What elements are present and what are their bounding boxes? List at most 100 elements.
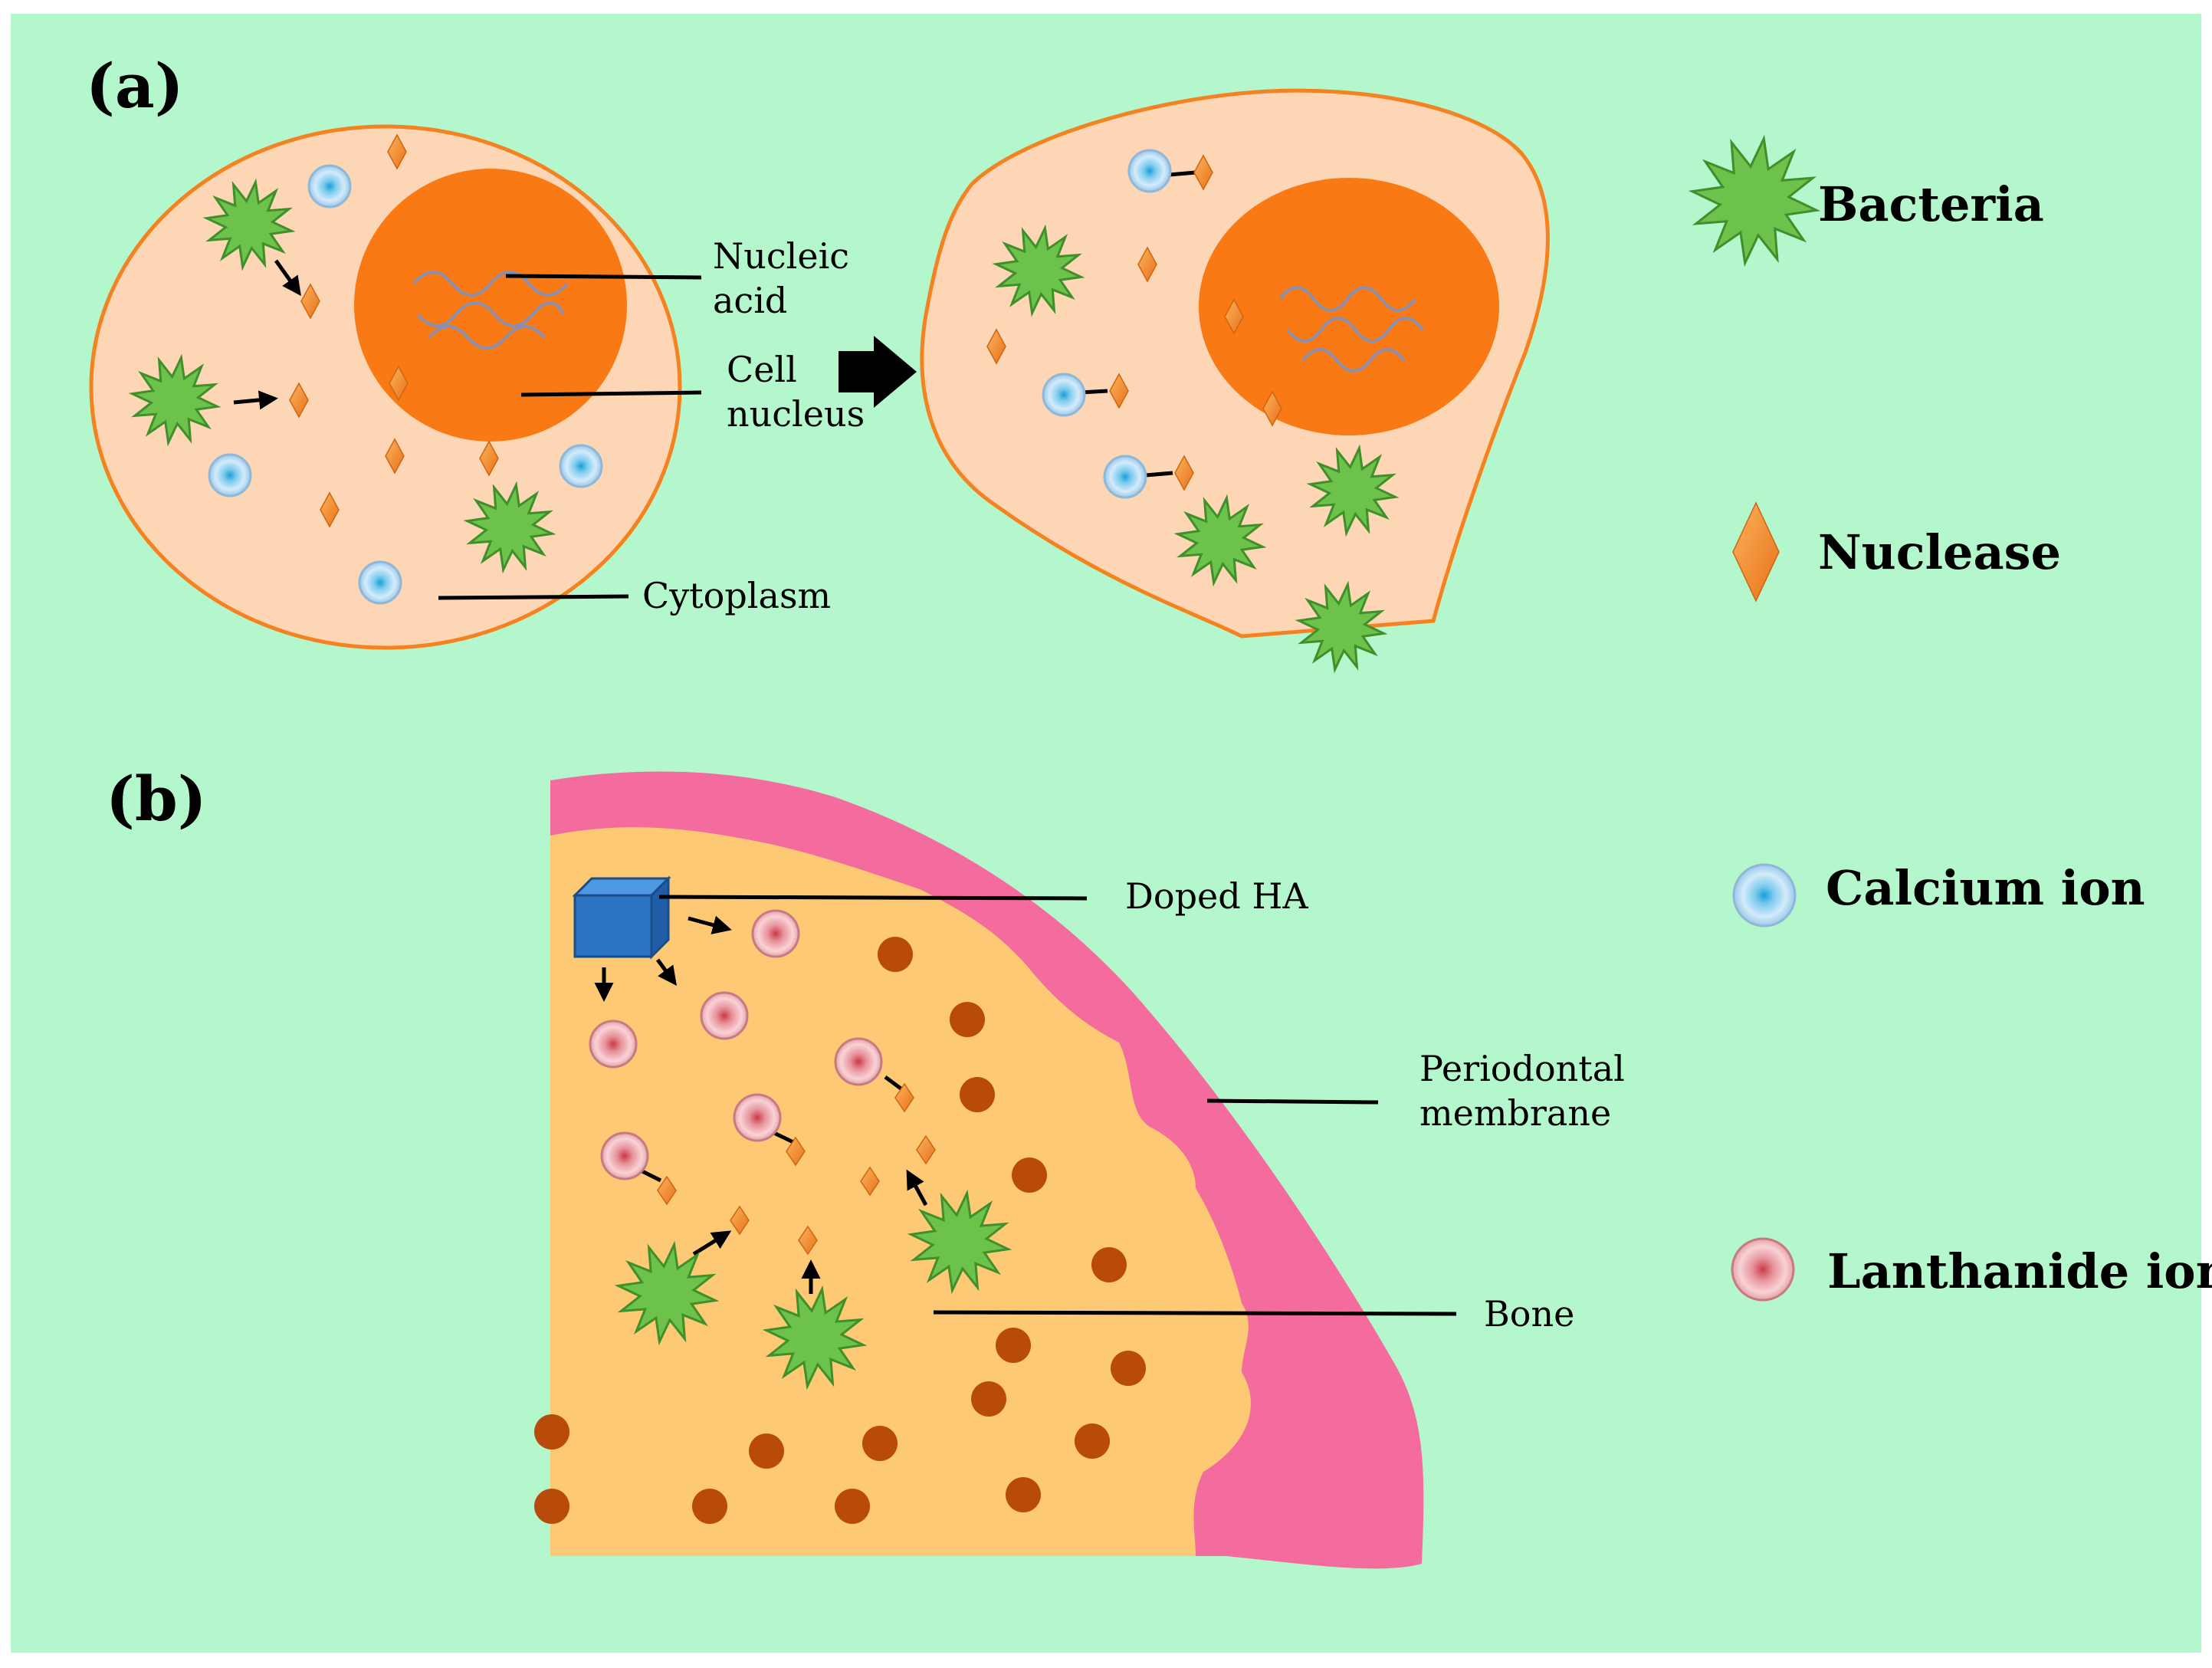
cell-nucleus-before: [354, 169, 627, 442]
attack-arrow: [906, 1169, 928, 1207]
lanthanide-ion-icon: [733, 1093, 782, 1142]
binding-bar: [884, 1075, 904, 1092]
release-arrow: [688, 915, 732, 934]
bone-spot: [971, 1381, 1006, 1417]
calcium-ion-icon: [1042, 373, 1086, 417]
label-periodontal-2: membrane: [1419, 1092, 1611, 1134]
label-doped-ha: Doped HA: [1125, 875, 1308, 917]
nuclease-icon: [786, 1136, 806, 1167]
nuclease-icon: [389, 365, 409, 402]
nuclease-icon: [385, 438, 405, 474]
nuclease-icon: [1193, 154, 1213, 191]
bacteria-icon: [614, 1240, 720, 1346]
bone-spot: [950, 1002, 985, 1037]
bone-spot: [862, 1426, 898, 1461]
nuclease-icon: [1174, 455, 1194, 491]
cytoplasm-pointer: [438, 594, 629, 600]
bacteria-icon: [1688, 134, 1821, 268]
calcium-ion-icon: [1103, 455, 1147, 499]
nuclease-icon: [479, 440, 499, 477]
bacteria-icon: [1295, 580, 1388, 674]
nucleic-acid-pointer: [505, 274, 702, 280]
calcium-ion-icon: [358, 560, 402, 605]
nuclease-icon: [300, 283, 320, 320]
bacteria-icon: [1306, 444, 1400, 537]
bone-spot: [534, 1414, 569, 1450]
bone-spot: [960, 1077, 995, 1112]
legend-bacteria-label: Bacteria: [1818, 176, 2044, 232]
panel-a-items: [128, 133, 1400, 674]
doped-ha-pointer: [658, 895, 1088, 901]
nuclease-icon: [986, 328, 1006, 365]
bone-spot: [878, 937, 913, 972]
calcium-ion-icon: [1127, 149, 1172, 193]
label-cell-nucleus-2: nucleus: [727, 393, 865, 435]
cell-nucleus-after: [1199, 178, 1499, 435]
attack-arrow: [233, 390, 278, 410]
binding-bar: [641, 1169, 662, 1183]
nuclease-icon: [1732, 501, 1780, 603]
label-cell-nucleus-1: Cell: [727, 349, 797, 390]
legend-nuclease-label: Nuclease: [1818, 524, 2061, 580]
nuclease-icon: [916, 1134, 936, 1165]
bacteria-icon: [463, 481, 556, 574]
nuclease-icon: [1224, 298, 1244, 335]
bone-spot: [996, 1328, 1031, 1363]
cell-nucleus-pointer: [520, 390, 702, 397]
calcium-ion-icon: [208, 453, 252, 497]
calcium-ion-icon: [307, 164, 352, 208]
lanthanide-ion-icon: [1731, 1237, 1795, 1302]
process-arrow: [839, 336, 917, 408]
nuclease-icon: [320, 491, 340, 528]
binding-bar: [1145, 471, 1173, 478]
bacteria-icon: [907, 1189, 1012, 1295]
panel-b: (b) Doped HA Periodontal membrane Bone: [106, 763, 1625, 1569]
nuclease-icon: [1262, 390, 1282, 427]
nuclease-icon: [387, 133, 407, 170]
legend: Bacteria Nuclease Calcium ion Lanthanide…: [1688, 134, 2212, 1302]
legend-symbols: [1688, 134, 1821, 1302]
label-nucleic-acid-1: Nucleic: [713, 235, 849, 277]
lanthanide-ion-icon: [834, 1037, 883, 1086]
binding-bar: [1168, 170, 1196, 177]
lanthanide-ion-icon: [600, 1131, 649, 1180]
calcium-ion-icon: [559, 444, 603, 488]
bacteria-icon: [762, 1285, 868, 1391]
calcium-ion-icon: [1732, 863, 1797, 928]
lanthanide-ion-icon: [700, 991, 749, 1040]
bone-spot: [1006, 1477, 1041, 1512]
binding-bar: [773, 1131, 795, 1144]
panel-a: (a) Nucleic acid Cell nucleus Cytoplasm: [86, 50, 1550, 674]
attack-arrow: [274, 259, 301, 297]
panel-a-letter: (a): [86, 50, 184, 122]
label-nucleic-acid-2: acid: [713, 280, 787, 321]
label-periodontal-1: Periodontal: [1419, 1048, 1625, 1089]
bacteria-icon: [1173, 494, 1267, 587]
attack-arrow: [692, 1230, 732, 1256]
nuclease-icon: [860, 1166, 880, 1197]
legend-lanthanide-label: Lanthanide ion: [1827, 1243, 2212, 1299]
periodontal-pointer: [1206, 1098, 1379, 1105]
nuclease-icon: [1109, 373, 1129, 409]
nuclease-icon: [1137, 246, 1157, 283]
bone-pointer: [933, 1310, 1457, 1316]
bacteria-icon: [992, 224, 1085, 317]
bone-spot: [1111, 1351, 1146, 1386]
label-bone: Bone: [1484, 1293, 1574, 1335]
panel-b-items: [534, 909, 1146, 1524]
lanthanide-ion-icon: [589, 1020, 638, 1069]
nuclease-icon: [289, 382, 309, 419]
nuclease-icon: [730, 1205, 750, 1236]
nuclease-icon: [894, 1082, 914, 1113]
nuclease-icon: [798, 1225, 818, 1256]
bacteria-icon: [128, 353, 222, 447]
legend-calcium-label: Calcium ion: [1826, 860, 2145, 916]
bone-spot: [749, 1433, 784, 1469]
bacteria-icon: [202, 178, 296, 271]
bone-spot: [1012, 1157, 1047, 1193]
doped-ha-cube: [572, 875, 671, 960]
panel-b-letter: (b): [106, 763, 207, 835]
nucleic-acid-strand-after: [1278, 286, 1424, 373]
